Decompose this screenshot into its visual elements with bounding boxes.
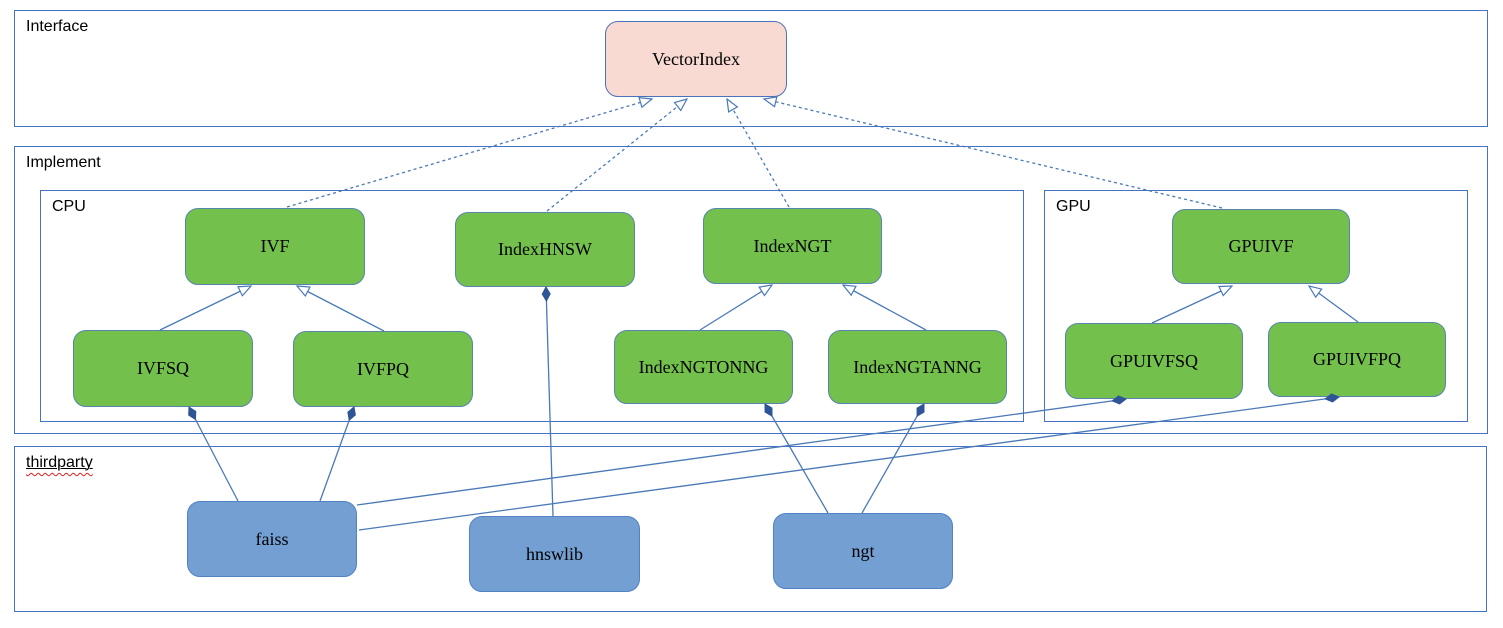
node-gpuivf[interactable]: GPUIVF (1172, 209, 1350, 284)
node-label-gpuivfpq: GPUIVFPQ (1312, 349, 1402, 369)
node-label-gpuivfsq: GPUIVFSQ (1109, 350, 1199, 371)
node-indexngtanng[interactable]: IndexNGTANNG (828, 330, 1007, 404)
section-label-implement: Implement (26, 154, 101, 171)
node-label-hnswlib: hnswlib (525, 543, 583, 564)
node-label-indexngtonng: IndexNGTONNG (638, 356, 769, 377)
node-hnswlib[interactable]: hnswlib (469, 516, 640, 592)
node-label-indexhnsw: IndexHNSW (498, 239, 592, 259)
node-indexngtonng[interactable]: IndexNGTONNG (614, 330, 793, 404)
node-ivfsq[interactable]: IVFSQ (73, 330, 253, 407)
node-ngt[interactable]: ngt (773, 513, 953, 589)
misspelled-word: thirdparty (26, 454, 93, 471)
node-ivfpq[interactable]: IVFPQ (293, 331, 473, 407)
node-label-gpuivf: GPUIVF (1228, 236, 1294, 256)
node-label-ngt: ngt (851, 540, 875, 561)
node-label-vectorindex: VectorIndex (652, 48, 740, 69)
node-vectorindex[interactable]: VectorIndex (605, 21, 787, 97)
node-ivf[interactable]: IVF (185, 208, 365, 285)
node-faiss[interactable]: faiss (187, 501, 357, 577)
node-label-ivf: IVF (260, 236, 290, 256)
node-indexhnsw[interactable]: IndexHNSW (455, 212, 635, 287)
node-label-indexngtanng: IndexNGTANNG (853, 356, 982, 377)
node-label-indexngt: IndexNGT (753, 235, 832, 256)
node-label-faiss: faiss (255, 528, 289, 549)
section-label-interface: Interface (26, 18, 89, 35)
node-label-ivfpq: IVFPQ (356, 358, 409, 379)
node-label-ivfsq: IVFSQ (136, 358, 189, 378)
section-label-gpu: GPU (1056, 198, 1091, 215)
node-gpuivfpq[interactable]: GPUIVFPQ (1268, 322, 1446, 397)
node-indexngt[interactable]: IndexNGT (703, 208, 882, 284)
node-gpuivfsq[interactable]: GPUIVFSQ (1065, 323, 1243, 399)
section-label-cpu: CPU (52, 198, 86, 215)
section-label-thirdparty: thirdparty (26, 454, 93, 472)
